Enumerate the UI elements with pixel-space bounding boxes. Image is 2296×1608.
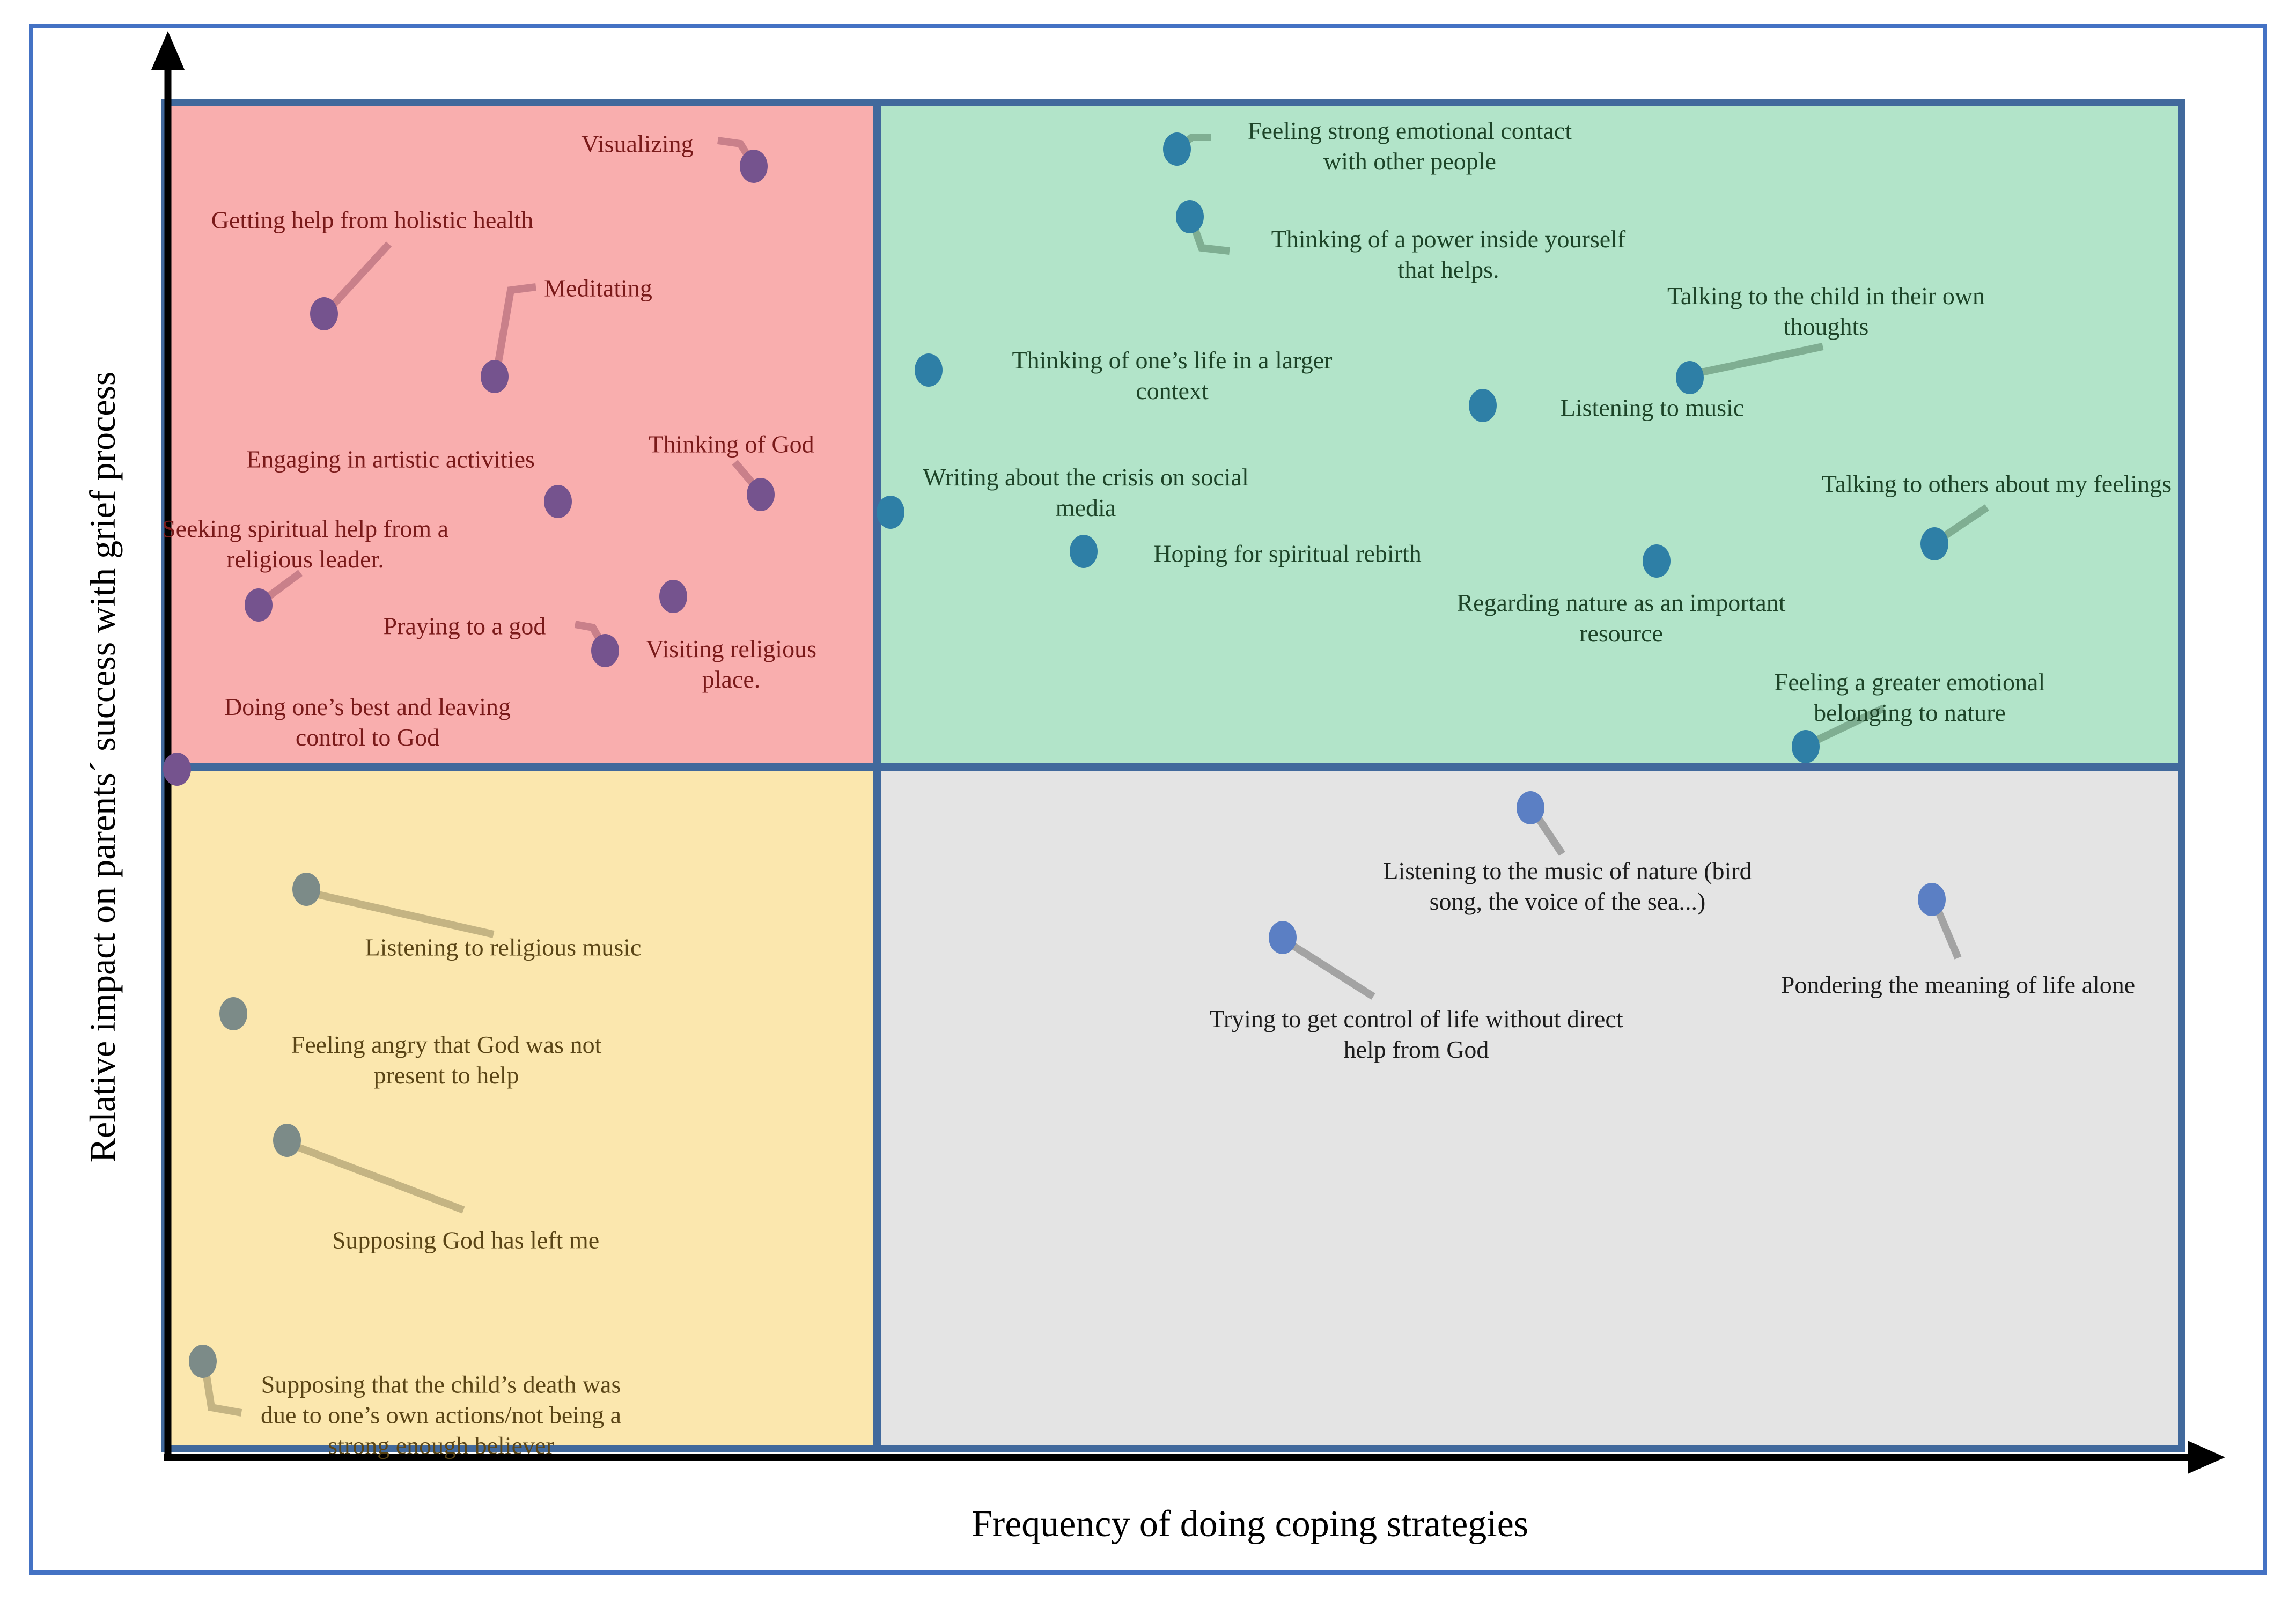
point-label: Praying to a god — [383, 612, 546, 640]
data-point — [1918, 883, 1946, 916]
data-point — [292, 873, 320, 906]
data-point — [915, 353, 943, 387]
data-point — [1176, 200, 1204, 233]
point-label: Visiting religious place. — [646, 635, 816, 693]
point-label: Writing about the crisis on social media — [923, 463, 1249, 521]
quadrant-bottom-right — [881, 771, 2178, 1445]
quadrant-divider-vertical — [873, 106, 881, 1445]
leader-line — [1808, 704, 1886, 747]
data-point — [877, 496, 904, 529]
point-label: Feeling a greater emotional belonging to… — [1774, 668, 2045, 726]
data-point — [740, 150, 768, 183]
point-label: Thinking of God — [648, 430, 814, 458]
quadrant-bottom-left — [168, 771, 873, 1445]
data-point — [245, 588, 273, 622]
point-label: Talking to the child in their own though… — [1667, 282, 1985, 340]
data-point — [1792, 730, 1820, 763]
data-point — [1269, 921, 1297, 954]
x-axis-arrow-icon — [2188, 1441, 2225, 1474]
data-point — [1070, 535, 1098, 568]
point-label: Supposing God has left me — [332, 1226, 600, 1254]
data-point — [544, 485, 572, 518]
point-label: Feeling angry that God was not present t… — [291, 1030, 602, 1089]
leader-line — [201, 1364, 242, 1417]
point-label: Trying to get control of life without di… — [1209, 1005, 1623, 1063]
point-label: Thinking of a power inside yourself that… — [1271, 225, 1626, 283]
x-axis-title: Frequency of doing coping strategies — [971, 1503, 1529, 1545]
quadrant-top-right — [881, 106, 2178, 763]
point-label: Thinking of one’s life in a larger conte… — [1012, 346, 1333, 404]
point-label: Regarding nature as an important resourc… — [1456, 588, 1786, 647]
data-point — [1920, 527, 1948, 560]
y-axis-arrow-icon — [151, 31, 185, 70]
quadrant-chart-area — [161, 99, 2185, 1452]
point-label: Seeking spiritual help from a religious … — [162, 514, 448, 573]
leader-line — [325, 241, 392, 313]
point-label: Visualizing — [581, 130, 694, 158]
quadrant-top-left — [168, 106, 873, 763]
data-point — [1676, 361, 1704, 394]
point-label: Getting help from holistic health — [211, 206, 534, 234]
point-label: Hoping for spiritual rebirth — [1153, 540, 1422, 567]
leader-line — [492, 283, 536, 375]
data-point — [591, 634, 619, 667]
leader-line — [1693, 343, 1824, 378]
page-border — [29, 24, 2267, 1575]
data-point — [1163, 132, 1191, 166]
leader-line — [290, 1141, 465, 1214]
data-point — [1643, 544, 1671, 578]
point-label: Meditating — [544, 274, 652, 302]
data-point — [659, 580, 687, 613]
point-label: Supposing that the child’s death was due… — [261, 1370, 621, 1459]
point-label: Engaging in artistic activities — [246, 445, 535, 473]
y-axis-title: Relative impact on parents´ success with… — [82, 371, 123, 1163]
point-label: Feeling strong emotional contact with ot… — [1247, 116, 1572, 175]
point-label: Talking to others about my feelings — [1821, 470, 2172, 498]
point-label: Listening to music — [1560, 394, 1745, 422]
data-point — [189, 1345, 217, 1378]
leader-line — [310, 889, 495, 938]
data-point — [219, 997, 247, 1030]
data-point — [481, 360, 509, 393]
point-label: Listening to the music of nature (bird s… — [1383, 857, 1752, 915]
data-point — [1517, 791, 1544, 824]
point-label: Listening to religious music — [365, 933, 642, 961]
point-label: Doing one’s best and leaving control to … — [224, 692, 511, 751]
leader-line — [1285, 939, 1375, 1000]
data-point — [747, 478, 775, 511]
data-point — [163, 753, 191, 786]
quadrant-divider-horizontal — [168, 763, 2178, 771]
data-point — [1469, 389, 1497, 422]
data-point — [310, 297, 338, 330]
point-label: Pondering the meaning of life alone — [1780, 971, 2136, 999]
data-point — [273, 1124, 301, 1157]
